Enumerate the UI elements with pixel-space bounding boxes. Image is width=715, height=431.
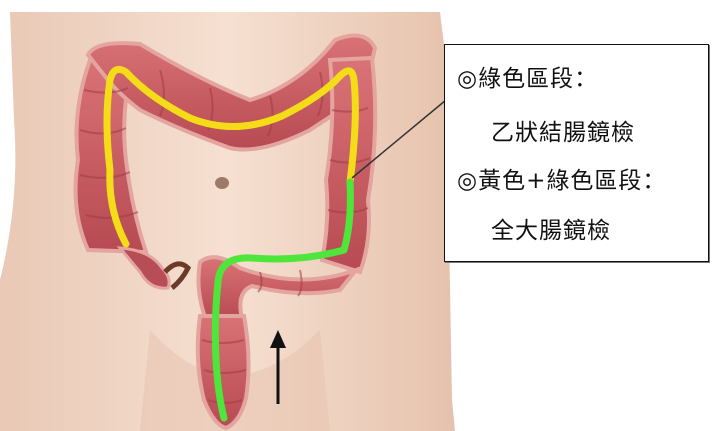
- green-segment-label: ◎綠色區段：: [457, 61, 598, 97]
- yellow-green-segment-label: ◎黃色+綠色區段：: [457, 163, 666, 199]
- colonoscopy-label: 全大腸鏡檢: [491, 213, 611, 249]
- navel: [215, 177, 229, 189]
- callout-box: ◎綠色區段： 乙狀結腸鏡檢 ◎黃色+綠色區段： 全大腸鏡檢: [444, 44, 709, 262]
- sigmoidoscopy-label: 乙狀結腸鏡檢: [491, 115, 635, 151]
